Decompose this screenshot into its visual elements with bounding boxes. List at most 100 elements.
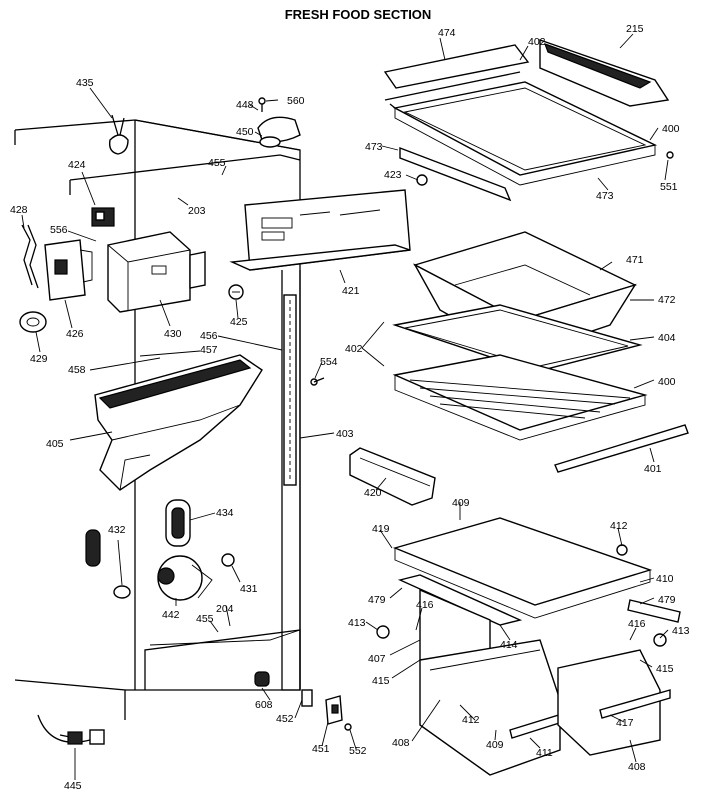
air-duct [94, 354, 263, 491]
callout: 471 [626, 254, 644, 266]
diagram-title: FRESH FOOD SECTION [285, 7, 432, 22]
callout: 415 [372, 675, 390, 687]
stop [376, 625, 390, 639]
callout: 424 [68, 159, 86, 171]
control-knob [228, 284, 244, 300]
callout: 556 [50, 224, 68, 236]
top-shelf [383, 39, 670, 202]
switch [91, 207, 115, 227]
callout: 408 [392, 737, 410, 749]
callout: 400 [658, 376, 676, 388]
callout: 421 [342, 285, 360, 297]
callout: 473 [596, 190, 614, 202]
callout: 409 [486, 739, 504, 751]
wire-harness [21, 224, 39, 289]
drain-plug [85, 529, 131, 599]
callout: 416 [416, 599, 434, 611]
callout: 435 [76, 77, 94, 89]
callout: 560 [287, 95, 305, 107]
callout: 551 [660, 181, 678, 193]
grommet [221, 553, 235, 567]
callout: 431 [240, 583, 258, 595]
callout: 428 [10, 204, 28, 216]
callout: 425 [230, 316, 248, 328]
callout: 420 [364, 487, 382, 499]
damper-control [157, 555, 213, 601]
callout: 429 [30, 353, 48, 365]
callout: 554 [320, 356, 338, 368]
callout: 430 [164, 328, 182, 340]
callout: 405 [46, 438, 64, 450]
callout: 413 [672, 625, 690, 637]
callout: 415 [656, 663, 674, 675]
callout: 413 [348, 617, 366, 629]
callout: 442 [162, 609, 180, 621]
drawer-cover [392, 517, 653, 619]
callout: 403 [336, 428, 354, 440]
callout: 473 [365, 141, 383, 153]
callout: 419 [372, 523, 390, 535]
callout: 423 [384, 169, 402, 181]
callout: 402 [345, 343, 363, 355]
callout: 456 [200, 330, 218, 342]
callout: 458 [68, 364, 86, 376]
callout-labels: 474 402 215 435 448 560 450 400 473 424 … [10, 23, 690, 792]
callout: 412 [462, 714, 480, 726]
callout: 474 [438, 27, 456, 39]
callout: 407 [368, 653, 386, 665]
callout: 416 [628, 618, 646, 630]
light-bulb [108, 114, 129, 155]
mullion-strip [281, 270, 301, 691]
callout: 412 [610, 520, 628, 532]
fitting [19, 311, 47, 333]
callout: 455 [208, 157, 226, 169]
callout: 411 [536, 747, 553, 759]
callout: 409 [452, 497, 470, 509]
callout: 401 [644, 463, 662, 475]
callout: 448 [236, 99, 254, 111]
callout: 432 [108, 524, 126, 536]
gasket [165, 499, 191, 547]
power-cord [37, 714, 105, 745]
nut [616, 544, 628, 556]
bracket [301, 689, 352, 731]
callout: 452 [276, 713, 294, 725]
callout: 404 [658, 332, 676, 344]
callout: 450 [236, 126, 254, 138]
callout: 455 [196, 613, 214, 625]
control-panel [229, 189, 411, 271]
callout: 408 [628, 761, 646, 773]
dairy-bin [349, 447, 436, 506]
callout: 479 [658, 594, 676, 606]
callout: 426 [66, 328, 84, 340]
callout: 203 [188, 205, 206, 217]
callout: 457 [200, 344, 218, 356]
wire-shelf [392, 354, 648, 441]
callout: 402 [528, 36, 546, 48]
crisper-cover [392, 304, 643, 373]
callout: 400 [662, 123, 680, 135]
callout: 204 [216, 603, 234, 615]
screw-shank [313, 377, 325, 383]
stop [653, 633, 667, 647]
callout: 451 [312, 743, 330, 755]
shelf-rail [554, 424, 689, 473]
callout: 445 [64, 780, 82, 792]
callout: 552 [349, 745, 367, 757]
callout: 434 [216, 507, 234, 519]
screw [666, 151, 674, 159]
callout: 479 [368, 594, 386, 606]
roller [254, 671, 270, 687]
callout: 608 [255, 699, 273, 711]
light-shield [257, 97, 301, 148]
leader-lines [21, 33, 669, 780]
thermostat-housing [107, 231, 206, 313]
lamp-socket [44, 239, 93, 301]
callout: 410 [656, 573, 674, 585]
callout: 417 [616, 717, 634, 729]
crisper-drawer-right [557, 649, 671, 756]
callout: 472 [658, 294, 676, 306]
callout: 414 [500, 639, 518, 651]
callout: 215 [626, 23, 644, 35]
